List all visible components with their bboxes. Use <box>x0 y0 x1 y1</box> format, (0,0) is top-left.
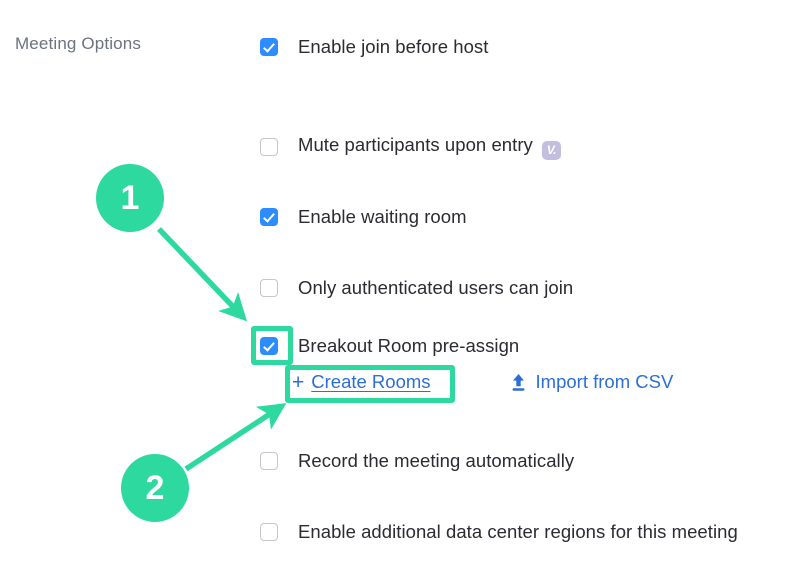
import-from-csv-label: Import from CSV <box>535 371 674 392</box>
breakout-room-sub-actions: + Create Rooms Import from CSV <box>292 371 673 393</box>
option-label-record-the-meeting-automatically: Record the meeting automatically <box>298 450 575 471</box>
step-badge-2: 2 <box>121 454 189 522</box>
step-badge-1: 1 <box>96 164 164 232</box>
option-label-enable-waiting-room: Enable waiting room <box>298 206 467 227</box>
option-row-enable-join-before-host[interactable]: Enable join before host <box>260 34 488 60</box>
checkbox-enable-join-before-host[interactable] <box>260 38 278 56</box>
option-label-enable-join-before-host: Enable join before host <box>298 36 489 57</box>
import-from-csv-button[interactable]: Import from CSV <box>510 371 674 393</box>
checkbox-only-authenticated-users-can-join[interactable] <box>260 279 278 297</box>
create-rooms-button[interactable]: + Create Rooms <box>292 371 431 393</box>
option-row-enable-additional-data-center-regions[interactable]: Enable additional data center regions fo… <box>260 519 738 545</box>
option-row-record-the-meeting-automatically[interactable]: Record the meeting automatically <box>260 448 574 474</box>
checkbox-mute-participants-upon-entry[interactable] <box>260 138 278 156</box>
checkbox-record-the-meeting-automatically[interactable] <box>260 452 278 470</box>
option-label-only-authenticated-users-can-join: Only authenticated users can join <box>298 277 574 298</box>
annotation-arrow-1 <box>157 227 248 322</box>
upload-icon <box>512 373 524 391</box>
plus-icon: + <box>292 370 305 394</box>
create-rooms-label: Create Rooms <box>311 371 431 392</box>
checkbox-enable-additional-data-center-regions[interactable] <box>260 523 278 541</box>
option-row-enable-waiting-room[interactable]: Enable waiting room <box>260 204 467 230</box>
checkbox-enable-waiting-room[interactable] <box>260 208 278 226</box>
video-badge-icon: V. <box>541 141 561 160</box>
option-row-only-authenticated-users-can-join[interactable]: Only authenticated users can join <box>260 275 573 301</box>
checkbox-breakout-room-pre-assign[interactable] <box>260 337 278 355</box>
section-label-meeting-options: Meeting Options <box>15 34 142 53</box>
option-row-breakout-room-pre-assign[interactable]: Breakout Room pre-assign <box>260 333 519 359</box>
option-label-enable-additional-data-center-regions: Enable additional data center regions fo… <box>298 521 738 542</box>
option-label-breakout-room-pre-assign: Breakout Room pre-assign <box>298 335 520 356</box>
